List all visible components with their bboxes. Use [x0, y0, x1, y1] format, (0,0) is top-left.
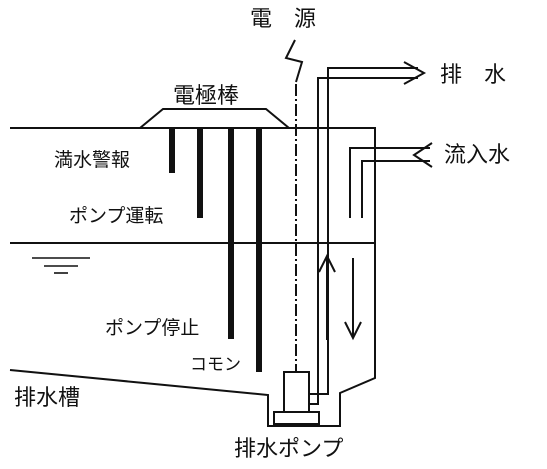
common-label: コモン [190, 355, 241, 375]
pump-stop-label: ポンプ停止 [105, 317, 199, 339]
discharge-pipe-inner [309, 67, 418, 395]
electrode-label: 電極棒 [173, 84, 239, 109]
pump-base [273, 411, 320, 425]
discharge-arrow-icon [403, 61, 427, 85]
pump-label: 排水ポンプ [234, 437, 343, 462]
inflow-pipe-outer [349, 147, 430, 218]
full-alarm-label: 満水警報 [54, 149, 130, 171]
tank-label: 排水槽 [14, 386, 80, 411]
flow-up-arrow-icon [318, 253, 336, 340]
inflow-arrow-icon [412, 142, 433, 168]
pump-motor [283, 371, 310, 413]
inflow-pipe-inner [361, 160, 430, 218]
discharge-pipe-outer [309, 77, 418, 405]
electrode-rods [169, 128, 262, 372]
electrode-holder [139, 108, 290, 129]
power-squiggle [284, 39, 304, 83]
tank-outline [9, 127, 376, 427]
discharge-label: 排 水 [440, 63, 506, 88]
power-label: 電 源 [250, 7, 316, 32]
pump-run-label: ポンプ運転 [69, 205, 163, 227]
water-level-symbol [32, 257, 90, 274]
inflow-label: 流入水 [444, 143, 510, 168]
flow-down-arrow-icon [344, 258, 362, 341]
